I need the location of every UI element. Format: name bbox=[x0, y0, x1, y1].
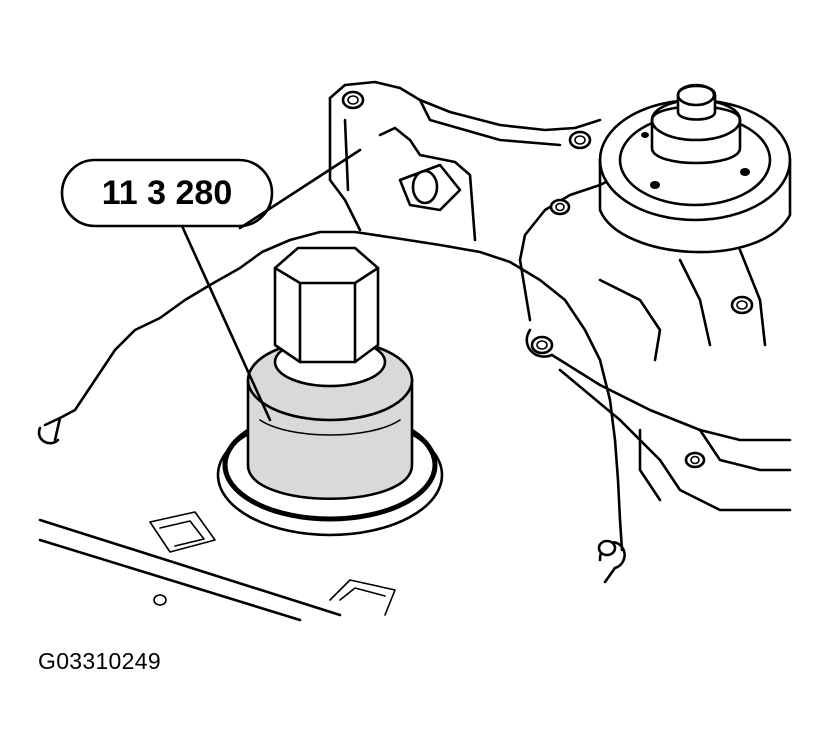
pump-housing bbox=[518, 83, 792, 557]
seal-installer-tool bbox=[216, 246, 444, 537]
figure-id: G03310249 bbox=[38, 648, 161, 674]
upper-bracket bbox=[328, 80, 602, 242]
callout-tool-number: 11 3 280 bbox=[102, 174, 232, 212]
callout-label: 11 3 280 bbox=[60, 148, 362, 422]
engine-block bbox=[37, 230, 626, 622]
